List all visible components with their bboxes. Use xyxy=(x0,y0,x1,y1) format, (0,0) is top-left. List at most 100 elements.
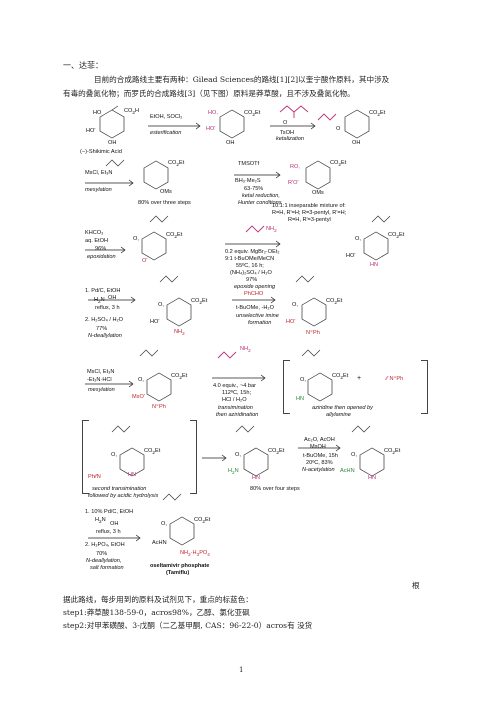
r4s1-reagents: 1. Pd/C, EtOH xyxy=(85,288,121,294)
r5s2-reagents3: HCl / H₂O xyxy=(222,397,247,403)
atom-o-3: O, xyxy=(158,302,164,308)
mixture-line-1: 10:1:1 inseparable mixture of: xyxy=(272,203,346,209)
amino-alcohol-ring xyxy=(363,231,389,261)
r4s2-reagents: PhCHO xyxy=(244,291,264,297)
atom-ho-7: HO' xyxy=(286,319,296,325)
atom-o-4: O, xyxy=(292,302,298,308)
atom-co2et-12: CO2Et xyxy=(268,448,285,456)
mixture-line-3: R=H, R'=3-pentyl xyxy=(288,217,331,223)
imine-ring xyxy=(301,297,327,327)
atom-co2et-3: CO2Et xyxy=(168,160,185,168)
r1s1-name: esterification xyxy=(150,130,182,136)
atom-co2et-4: CO2Et xyxy=(330,160,347,168)
r7-reagents2: reflux, 3 h xyxy=(96,529,121,535)
pentanone-skeleton xyxy=(279,105,309,113)
ketal-ring xyxy=(344,109,370,139)
r1s2-name: ketalization xyxy=(276,136,304,142)
atom-allyl-imine: ⁄⁄ N⁼Ph xyxy=(386,376,404,382)
r2s2-name: ketal reduction, xyxy=(242,193,280,199)
ethyl-ester-ring xyxy=(219,109,245,139)
mesyl-imine-ring xyxy=(146,372,172,402)
atom-co2et-2: CO2Et xyxy=(369,110,386,118)
atom-co2et-13: CO2Et xyxy=(384,448,401,456)
atom-imine-n-2: N⁼Ph xyxy=(152,404,166,410)
intro-line-1: 目前的合成路线主要有两种：Gilead Sciences的路线[1][2]以奎宁… xyxy=(94,75,390,84)
r6-note-1: second transimination xyxy=(92,486,147,492)
r2s2-name2: Hunter conditions xyxy=(238,200,282,206)
atom-r-prime-o: R'O' xyxy=(288,180,299,186)
atom-ho-3: HO, xyxy=(208,110,218,116)
r2s2-yield: 63-75% xyxy=(244,186,264,192)
bracket-right-1 xyxy=(421,360,428,414)
r4s1-name: N-deallylation xyxy=(88,333,122,339)
aminoethanol-h2n: H2N xyxy=(94,297,105,305)
amine-ring xyxy=(166,297,192,327)
product-name: oseltamivir phosphate xyxy=(150,563,210,569)
atom-epoxide-o: O' xyxy=(142,258,148,264)
r5-note-1: aziridine then opened by xyxy=(312,405,373,411)
atom-o-7: O, xyxy=(111,452,117,458)
aminoethanol-oh: OH xyxy=(108,295,117,301)
atom-o-10: O, xyxy=(161,521,167,527)
atom-o-5: O, xyxy=(138,377,144,383)
r4s1-reagents2: reflux, 3 h xyxy=(95,305,120,311)
atom-ho-2: HO' xyxy=(86,128,96,134)
r1s2-reagents: TsOH xyxy=(280,130,294,136)
r5s2-name: transimination xyxy=(218,405,253,411)
start-label: (−)-Shikimic Acid xyxy=(80,149,122,155)
atom-hn-4: HN xyxy=(368,475,377,481)
r6s-reagents3: t-BuOMe, 15h xyxy=(303,453,338,459)
atom-co2et-5: CO2Et xyxy=(166,232,183,240)
ketal-pentyl xyxy=(317,113,337,121)
atom-achn: AcHN xyxy=(340,468,355,474)
plus-sign: + xyxy=(357,375,362,382)
r7-reagents3: 2. H₃PO₄, EtOH xyxy=(85,542,125,548)
bracket-left-2 xyxy=(82,420,89,494)
atom-o-1: O, xyxy=(133,236,139,242)
atom-nh2-h3po4: NH2·H3PO4 xyxy=(180,550,210,558)
footer-line-2: step1:莽草酸138-59-0，acros98%，乙醇、氯化亚砜 xyxy=(63,608,250,617)
bracket-right-2 xyxy=(190,420,197,494)
mixture-line-2: R=H, R'=H; R=3-pentyl, R'=H; xyxy=(272,210,347,216)
r6-yield: 80% over four steps xyxy=(250,486,300,492)
aminoethanol-oh-2: OH xyxy=(110,521,119,527)
r4s2-reagents2: t-BuOMe, -H₂O xyxy=(236,305,274,311)
bis-amine-ring xyxy=(119,447,145,477)
r5s2-name2: then aziridination xyxy=(216,412,259,418)
r4s1-reagents3: 2. H₂SO₄ / H₂O xyxy=(85,317,124,323)
r3s2-reagents: 0.2 equiv. MgBr₂·OEt₂ xyxy=(225,249,280,255)
r6s-reagents: Ac₂O, AcOH xyxy=(304,437,335,443)
atom-o-8: O, xyxy=(235,452,241,458)
atom-nh2-1: NH2 xyxy=(174,329,185,337)
r5s2-reagents: 4.0 equiv., ~4 bar xyxy=(213,383,256,389)
r3s1-reagents2: aq. EtOH xyxy=(85,238,109,244)
atom-aziridine-hn: HN xyxy=(296,396,305,402)
r6s-reagents2: MsOH xyxy=(310,444,326,450)
atom-ho-5: HO' xyxy=(346,253,356,259)
r5s1-name: mesylation xyxy=(88,387,115,393)
r7-reagents: 1. 10% Pd/C, EtOH xyxy=(85,509,134,515)
atom-h2n: H2N xyxy=(228,468,239,476)
atom-o-6: O, xyxy=(300,377,306,383)
atom-mso: MsO' xyxy=(132,394,145,400)
footer-line-1: 据此路线，每步用到的原料及试剂见下，重点的标蓝色： xyxy=(63,595,253,604)
r2s2-reagents: TMSOTf xyxy=(238,161,260,167)
atom-imine-n: N⁼Ph xyxy=(306,330,320,336)
aminoethanol-h2n-2: H2N xyxy=(95,517,106,525)
r7-yield: 70% xyxy=(96,551,108,557)
allylamine-2 xyxy=(217,351,237,359)
atom-oh-1: OH xyxy=(108,140,117,146)
atom-ph-n: Ph⁄⁄N xyxy=(88,474,101,480)
r4s1-yield: 77% xyxy=(96,326,108,332)
r5s1-reagents: MsCl, Et₃N xyxy=(87,369,115,375)
oseltamivir-ring xyxy=(169,516,195,546)
footer-line-3: step2:对甲苯磺酸、3-戊酮（二乙基甲酮, CAS：96-22-0）acro… xyxy=(63,621,313,630)
allylamine xyxy=(245,225,265,233)
atom-hn-3: HN xyxy=(252,475,261,481)
r3s2-reagents4: (NH₄)₂SO₄ / H₂O xyxy=(230,270,272,276)
atom-oms-2: OMs xyxy=(312,190,324,196)
page-number: 1 xyxy=(239,666,244,674)
r3s1-name: epoxidation xyxy=(87,254,116,260)
atom-o-2: O, xyxy=(355,236,361,242)
r2s1-reagents: MsCl, Et₃N xyxy=(85,170,113,176)
